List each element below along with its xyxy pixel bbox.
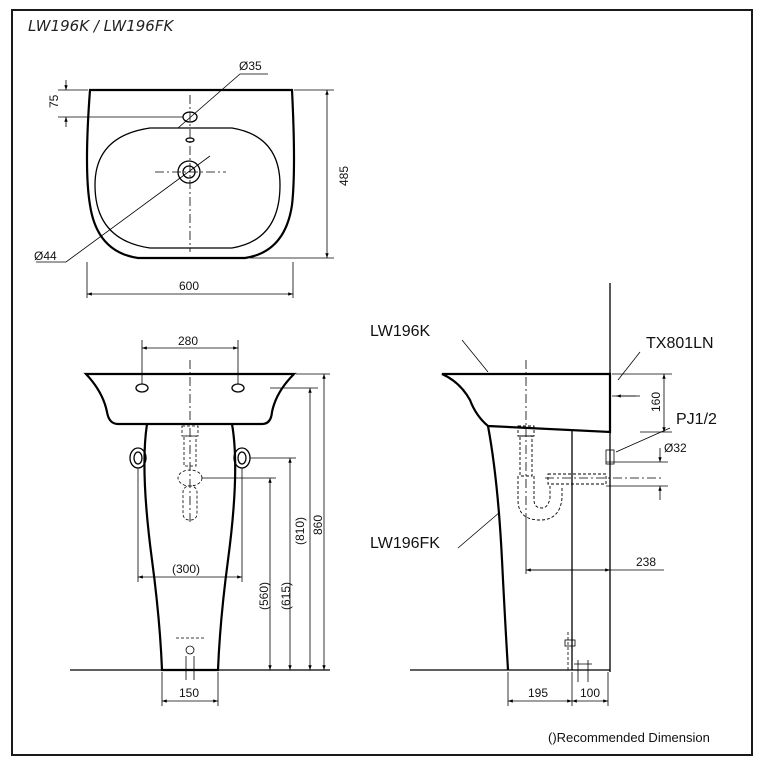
model-title: LW196K / LW196FK: [28, 17, 174, 35]
right-tap-hole: [231, 383, 245, 393]
tap-hole-dim: Ø35: [239, 59, 262, 73]
basin-top-outline: [85, 88, 296, 260]
pedestal-label: LW196FK: [370, 535, 440, 552]
tap-hole-leader: [177, 73, 268, 129]
waste-height-dim: (615): [279, 582, 293, 610]
bolt-height-dim: (560): [257, 582, 271, 610]
bowl-outline: [94, 127, 281, 249]
side-basin-outline: [441, 372, 612, 434]
faucet-height-dim: 160: [649, 392, 663, 412]
base-depth-dim: 195: [528, 686, 548, 700]
left-tap-hole: [135, 383, 149, 393]
trap-offset-dim: 238: [636, 555, 656, 569]
side-view: LW196K LW196FK TX801LN 160 PJ1/2 Ø32 238: [370, 283, 717, 706]
drain-inner: [182, 165, 196, 179]
width-dim: 600: [179, 279, 199, 293]
trap-label: PJ1/2: [676, 411, 717, 428]
faucet-leader: [617, 351, 641, 381]
overflow-hole: [185, 137, 195, 143]
front-view: 280 (300) (560) (615) (810) 860 150: [70, 334, 330, 706]
drain-leader: [36, 155, 211, 263]
front-floor-fitting: [176, 637, 204, 680]
drain-outer: [177, 160, 201, 184]
depth-dim: 485: [337, 166, 351, 186]
recommended-dimension-note: ()Recommended Dimension: [548, 730, 710, 745]
pedestal-leader: [457, 511, 501, 549]
side-waste-trap: [517, 425, 607, 521]
pedestal-base-dim: 150: [179, 686, 199, 700]
side-floor-fitting: [564, 632, 592, 682]
offset-dim: 75: [47, 94, 61, 108]
rim-height-dim: 860: [311, 515, 325, 535]
rim-height-rec-dim: (810): [293, 517, 307, 545]
outlet-dia-dim: Ø32: [664, 441, 687, 455]
side-pedestal-outline: [486, 425, 510, 671]
faucet-label: TX801LN: [646, 335, 714, 352]
top-view: Ø35 75 485 Ø44 600: [34, 59, 351, 298]
hole-spacing-dim: 280: [178, 334, 198, 348]
basin-label: LW196K: [370, 323, 431, 340]
drawing-frame: [11, 9, 753, 756]
drain-dim: Ø44: [34, 249, 57, 263]
right-wall-bolt: [233, 447, 251, 469]
trap-leader: [615, 427, 671, 453]
pj-fitting: [605, 449, 615, 465]
wall-gap-dim: 100: [580, 686, 600, 700]
front-pedestal-outline: [143, 423, 237, 672]
front-basin-outline: [83, 372, 297, 426]
bolt-spacing-dim: (300): [172, 562, 200, 576]
basin-leader: [461, 339, 489, 373]
